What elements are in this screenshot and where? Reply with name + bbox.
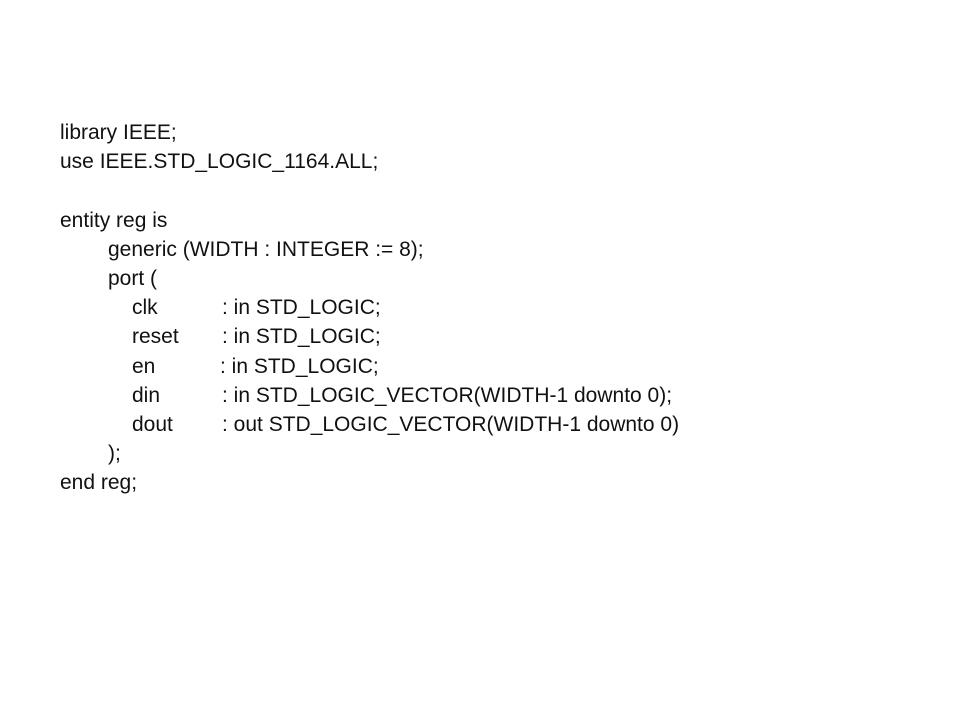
code-line-port-en: en : in STD_LOGIC; [60,352,920,381]
port-name: din [132,383,161,407]
code-line-library: library IEEE; [60,121,177,144]
port-name: en [132,354,156,378]
code-line-port-clk: clk : in STD_LOGIC; [60,293,920,322]
port-decl: : in STD_LOGIC; [222,296,381,320]
code-line-port-din: din : in STD_LOGIC_VECTOR(WIDTH-1 downto … [60,381,920,410]
port-decl: : in STD_LOGIC_VECTOR(WIDTH-1 downto 0); [222,383,673,407]
port-name: reset [132,325,179,349]
code-line-generic: generic (WIDTH : INTEGER := 8); [108,237,424,261]
code-line-entity: entity reg is [60,208,168,232]
code-line-port-reset: reset : in STD_LOGIC; [60,322,920,351]
code-line-use: use IEEE.STD_LOGIC_1164.ALL; [60,150,379,174]
port-decl: : in STD_LOGIC; [220,354,379,378]
port-decl: : out STD_LOGIC_VECTOR(WIDTH-1 downto 0) [222,412,680,436]
port-decl: : in STD_LOGIC; [222,325,381,349]
vhdl-code-block: library IEEE; use IEEE.STD_LOGIC_1164.AL… [60,118,920,497]
code-line-end: end reg; [60,471,138,495]
blank-line [60,176,920,205]
port-name: clk [132,296,158,320]
port-name: dout [132,412,173,436]
code-line-port-dout: dout : out STD_LOGIC_VECTOR(WIDTH-1 downt… [60,410,920,439]
code-line-port-open: port ( [108,266,158,290]
code-line-port-close: ); [108,442,121,466]
